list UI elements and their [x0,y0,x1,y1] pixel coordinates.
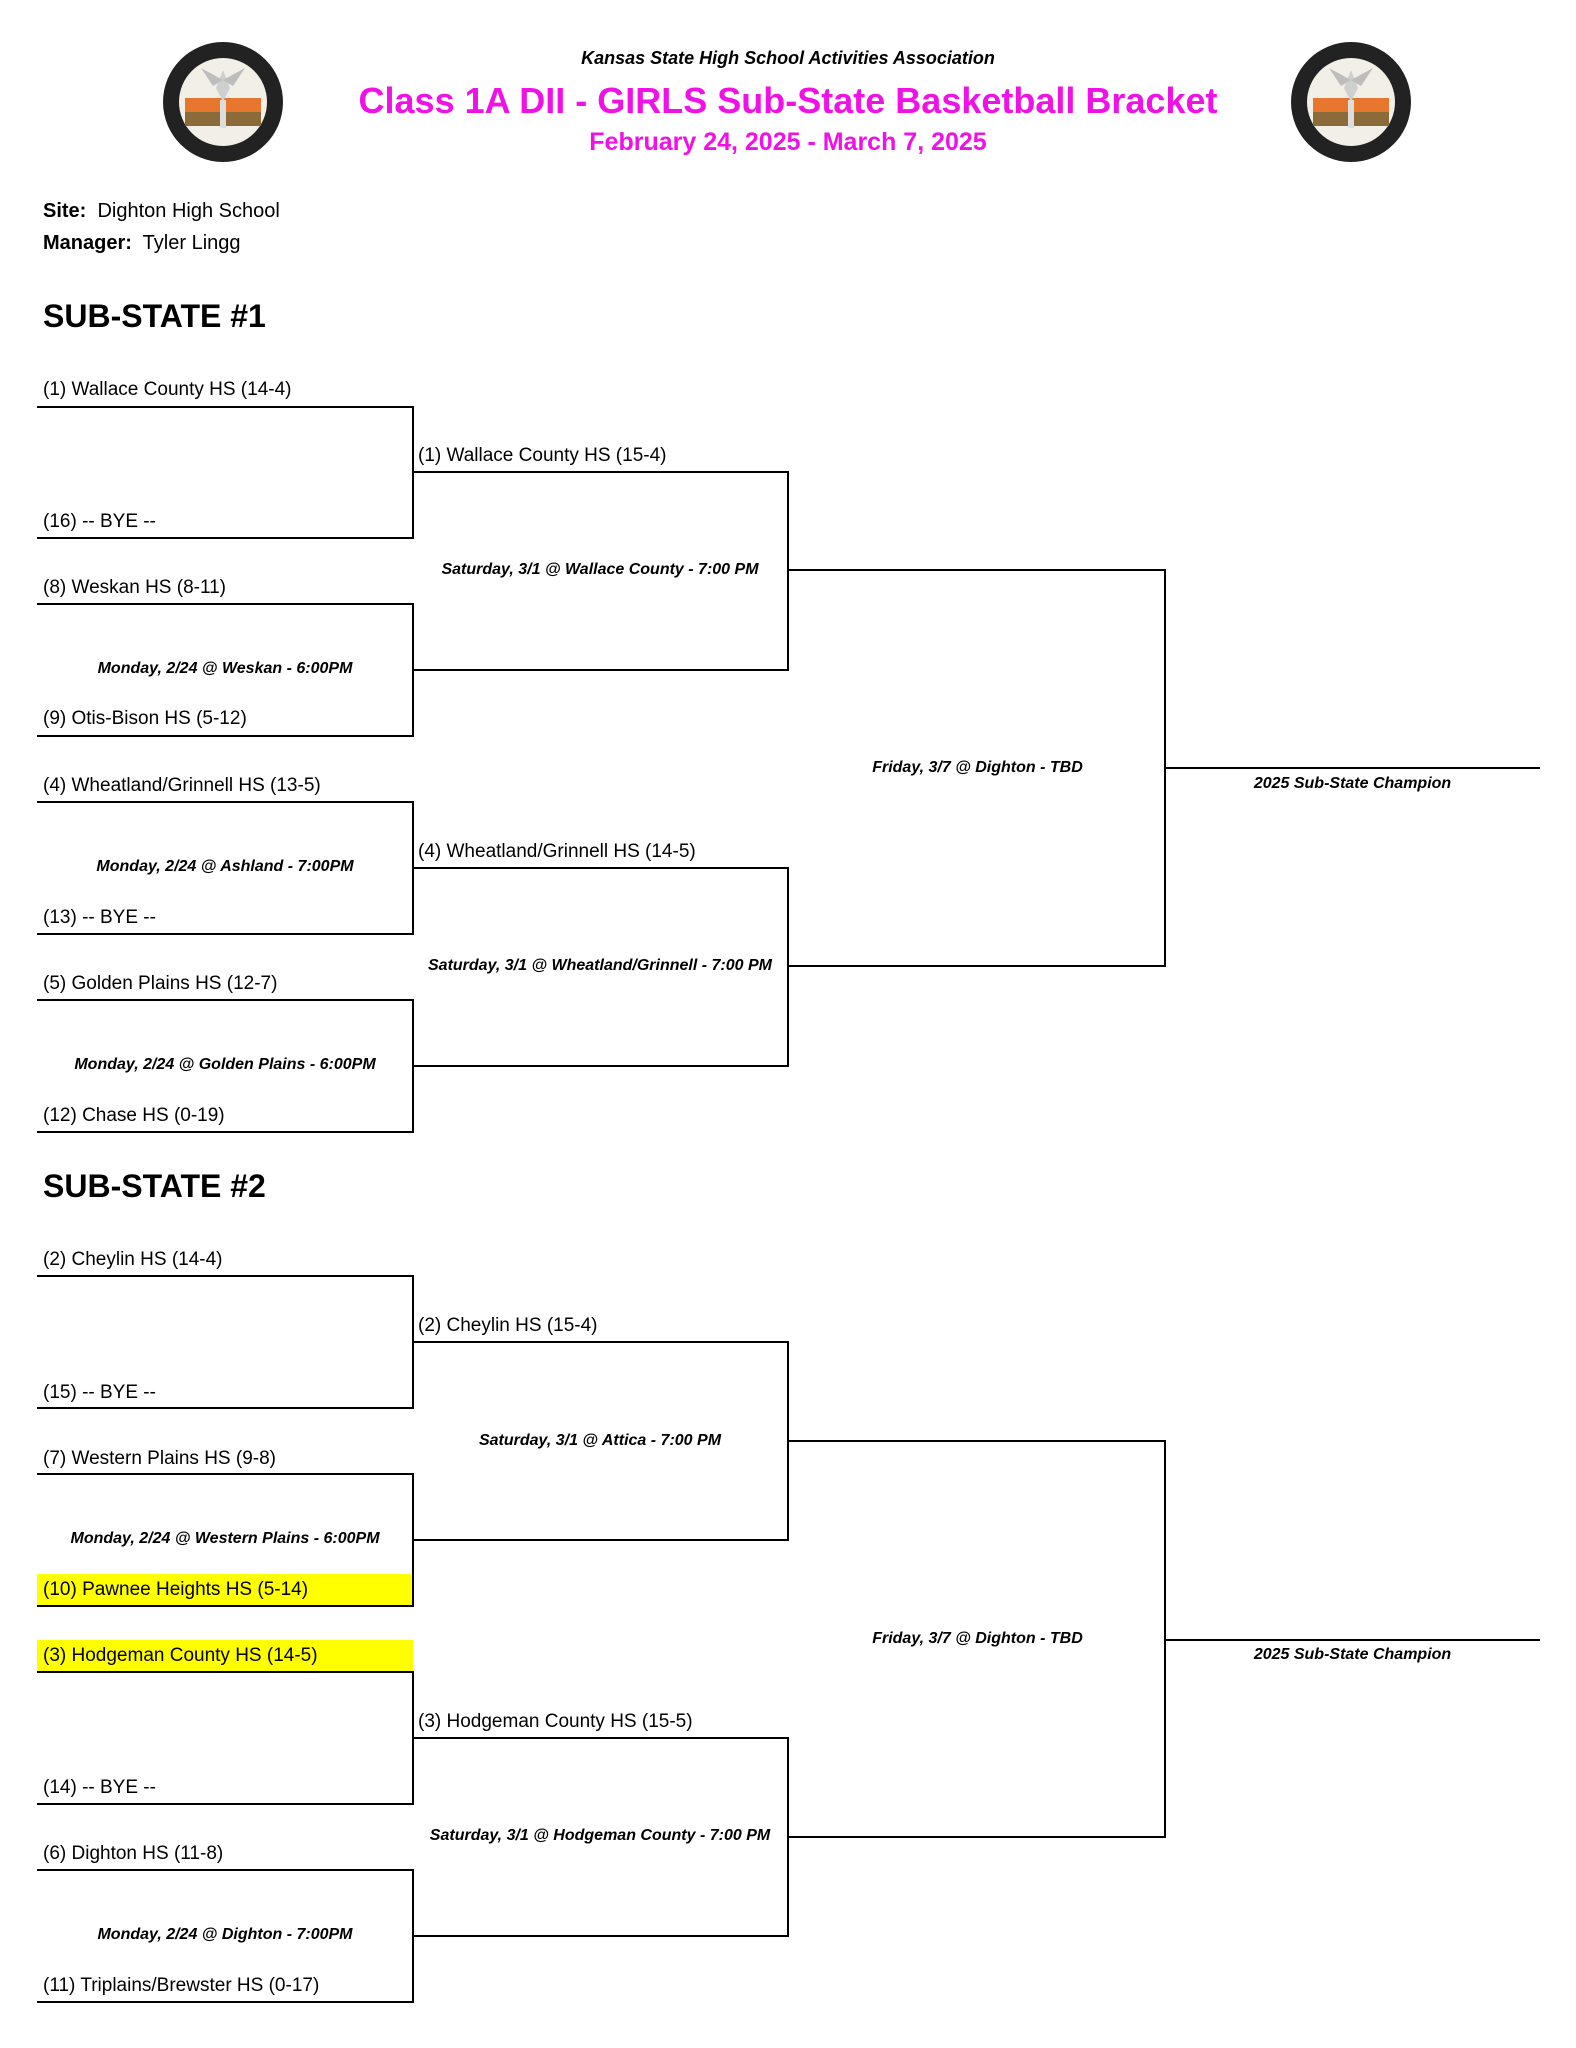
khsaa-seal-logo-left [161,40,285,164]
s1-r1-m3-game-info: Monday, 2/24 @ Ashland - 7:00PM [96,858,354,875]
s2-r2-m2-game-info: Saturday, 3/1 @ Hodgeman County - 7:00 P… [429,1827,771,1844]
s1-r1-m2-bottom-team: (9) Otis-Bison HS (5-12) [43,708,247,729]
site-info: Site: Dighton High School [43,200,280,223]
s2-r1-m3-bottom-team: (14) -- BYE -- [43,1777,156,1798]
s1-r1-m1-top-team: (1) Wallace County HS (14-4) [43,379,292,400]
s2-r1-m2-top-team: (7) Western Plains HS (9-8) [43,1448,276,1469]
manager-label: Manager: [43,232,132,254]
s1-final-game-info: Friday, 3/7 @ Dighton - TBD [872,759,1083,776]
khsaa-seal-logo-right [1289,40,1413,164]
site-value: Dighton High School [97,200,280,222]
s1-r1-m1-bottom-team: (16) -- BYE -- [43,511,156,532]
s1-r2-m1-top-team: (1) Wallace County HS (15-4) [418,445,667,466]
s2-r1-m2-game-info: Monday, 2/24 @ Western Plains - 6:00PM [70,1530,380,1547]
substate-1-title: SUB-STATE #1 [43,298,266,334]
s1-r1-m2-top-team: (8) Weskan HS (8-11) [43,577,227,598]
s2-r2-m2-top-team: (3) Hodgeman County HS (15-5) [418,1711,693,1732]
s2-r1-m4-game-info: Monday, 2/24 @ Dighton - 7:00PM [97,1926,353,1943]
manager-info: Manager: Tyler Lingg [43,232,241,255]
s2-r2-m1-top-team: (2) Cheylin HS (15-4) [418,1315,598,1336]
bracket-dates: February 24, 2025 - March 7, 2025 [589,128,987,156]
organization-name: Kansas State High School Activities Asso… [581,48,995,68]
s2-r1-m1-top-team: (2) Cheylin HS (14-4) [43,1249,223,1270]
s1-r1-m4-bottom-team: (12) Chase HS (0-19) [43,1105,225,1126]
s1-champion-label: 2025 Sub-State Champion [1253,775,1452,792]
s1-r1-m4-top-team: (5) Golden Plains HS (12-7) [43,973,278,994]
s1-r2-m1-game-info: Saturday, 3/1 @ Wallace County - 7:00 PM [441,561,759,578]
s2-champion-label: 2025 Sub-State Champion [1253,1646,1452,1663]
s2-r2-m1-game-info: Saturday, 3/1 @ Attica - 7:00 PM [478,1432,722,1449]
substate-2-title: SUB-STATE #2 [43,1168,266,1204]
s2-final-game-info: Friday, 3/7 @ Dighton - TBD [872,1630,1083,1647]
s2-r1-m4-bottom-team: (11) Triplains/Brewster HS (0-17) [43,1975,320,1996]
s1-r1-m3-top-team: (4) Wheatland/Grinnell HS (13-5) [43,775,321,796]
s1-r1-m3-bottom-team: (13) -- BYE -- [43,907,156,928]
s2-r1-m2-bottom-team: (10) Pawnee Heights HS (5-14) [37,1574,413,1606]
s2-r1-m4-top-team: (6) Dighton HS (11-8) [43,1843,224,1864]
bracket-title: Class 1A DII - GIRLS Sub-State Basketbal… [358,80,1218,121]
manager-value: Tyler Lingg [142,232,241,254]
s1-r2-m2-game-info: Saturday, 3/1 @ Wheatland/Grinnell - 7:0… [428,957,772,974]
s1-r1-m2-game-info: Monday, 2/24 @ Weskan - 6:00PM [97,660,353,677]
site-label: Site: [43,200,87,222]
s2-r1-m3-top-team: (3) Hodgeman County HS (14-5) [37,1640,413,1672]
s1-r2-m2-top-team: (4) Wheatland/Grinnell HS (14-5) [418,841,696,862]
s2-r1-m1-bottom-team: (15) -- BYE -- [43,1382,156,1403]
s1-r1-m4-game-info: Monday, 2/24 @ Golden Plains - 6:00PM [74,1056,376,1073]
